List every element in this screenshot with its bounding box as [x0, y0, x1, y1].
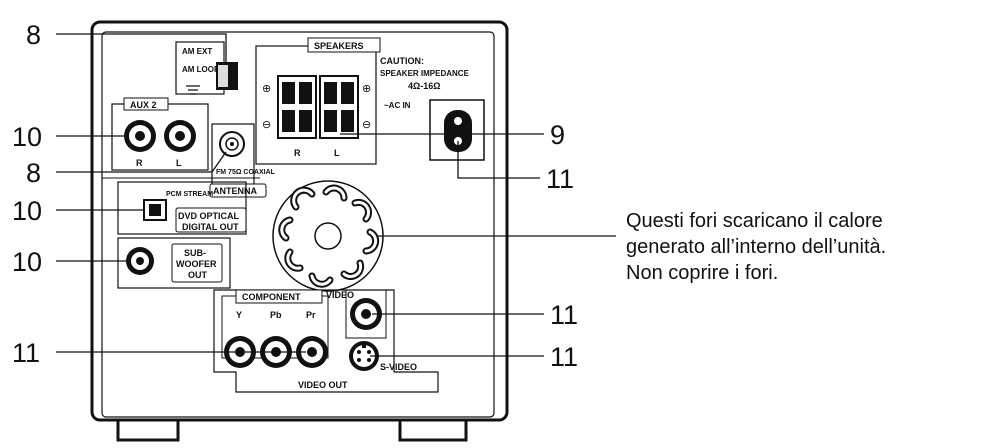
ac-inlet-frame — [429, 99, 485, 161]
subwoofer-jack — [126, 247, 154, 275]
leader-antenna-8 — [56, 151, 227, 173]
s-video-jack — [349, 341, 379, 371]
right-foot — [398, 420, 468, 442]
s-video-label: S-VIDEO — [380, 362, 417, 372]
video-out-panel — [213, 289, 439, 393]
aux2-label: AUX 2 — [130, 100, 157, 110]
sub-label: SUB- — [184, 248, 206, 258]
callout-component-11: 11 — [12, 338, 40, 368]
ventilation-grille — [272, 180, 384, 292]
ac-in-label: ~AC IN — [384, 101, 411, 110]
subwoofer-label-box — [171, 243, 223, 283]
speakers-label: SPEAKERS — [314, 41, 364, 51]
component-pr-label: Pr — [306, 310, 316, 320]
subwoofer-panel — [117, 237, 231, 289]
note-line-1: Questi fori scaricano il calore — [626, 210, 883, 232]
speaker-r-label: R — [294, 148, 301, 158]
component-label: COMPONENT — [242, 292, 301, 302]
speaker-terminal-l — [319, 75, 359, 139]
speaker-plus-right: ⊕ — [362, 83, 371, 95]
speaker-minus-right: ⊖ — [362, 119, 371, 131]
impedance-value: 4Ω-16Ω — [408, 81, 440, 91]
component-pb-label: Pb — [270, 310, 282, 320]
fm-coaxial-jack — [219, 131, 245, 157]
speaker-l-label: L — [334, 148, 340, 158]
digital-out-label: DIGITAL OUT — [182, 222, 239, 232]
callout-aux-10: 10 — [12, 122, 42, 152]
ventilation-note: Questi fori scaricano il calore generato… — [626, 208, 976, 286]
fm75-label: FM 75Ω COAXIAL — [216, 169, 276, 176]
dvd-optical-label-box — [175, 207, 247, 233]
ground-icon — [186, 85, 200, 95]
note-line-3: Non coprire i fori. — [626, 262, 779, 284]
dvd-optical-label: DVD OPTICAL — [178, 211, 240, 221]
aux2-r-jack — [124, 120, 156, 152]
antenna-label-box — [209, 183, 267, 198]
video-out-label: VIDEO OUT — [298, 380, 348, 390]
am-loop-label: AM LOOP — [182, 65, 220, 74]
callout-video-11: 11 — [550, 300, 578, 330]
pcm-stream-label: PCM STREAM — [166, 191, 213, 198]
callout-svideo-11: 11 — [550, 342, 578, 372]
optical-panel — [117, 181, 247, 235]
callout-antenna-8: 8 — [26, 158, 41, 188]
callout-top-left-8: 8 — [26, 20, 41, 50]
note-line-2: generato all’interno dell’unità. — [626, 236, 887, 258]
caution-label: CAUTION: — [380, 56, 424, 66]
video-label: VIDEO — [326, 290, 354, 300]
component-label-box — [235, 289, 323, 304]
aux2-r-label: R — [136, 158, 143, 168]
leader-ac-11 — [457, 141, 540, 179]
aux2-l-jack — [164, 120, 196, 152]
leader-top-left-8 — [56, 33, 227, 64]
am-ext-label: AM EXT — [182, 47, 212, 56]
composite-video-jack — [350, 298, 382, 330]
aux2-label-box — [123, 97, 169, 111]
antenna-label: ANTENNA — [213, 186, 257, 196]
speaker-minus-left: ⊖ — [262, 119, 271, 131]
speaker-impedance-label: SPEAKER IMPEDANCE — [380, 69, 470, 78]
component-y-label: Y — [236, 310, 242, 320]
panel-inner — [101, 31, 495, 418]
speakers-label-box — [307, 37, 381, 53]
aux2-l-label: L — [176, 158, 182, 168]
callout-ac-11: 11 — [546, 164, 574, 194]
left-foot — [116, 420, 180, 442]
optical-jack — [143, 199, 167, 221]
speaker-terminal-r — [277, 75, 317, 139]
component-pr-jack — [296, 336, 328, 368]
callout-speakers-9: 9 — [550, 120, 565, 150]
callout-optical-10: 10 — [12, 196, 42, 226]
speaker-plus-left: ⊕ — [262, 83, 271, 95]
woofer-label: WOOFER — [176, 259, 217, 269]
out-label: OUT — [188, 270, 208, 280]
callout-sub-10: 10 — [12, 247, 42, 277]
am-clamp-face — [218, 65, 228, 87]
